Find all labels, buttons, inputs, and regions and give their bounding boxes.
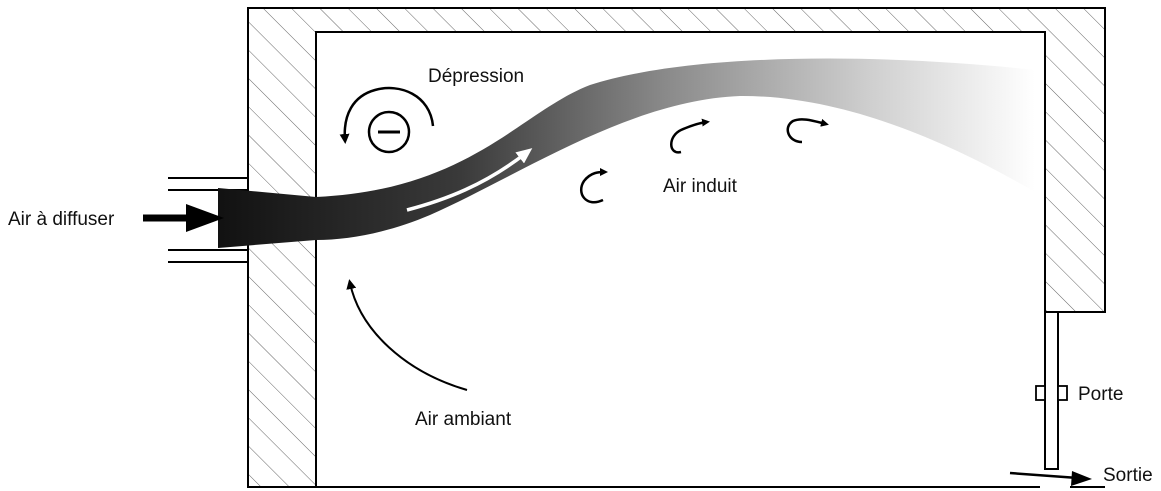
induced-air-swirls bbox=[579, 118, 829, 204]
depression-symbol-icon bbox=[367, 110, 411, 154]
ambient-air-arrow bbox=[346, 279, 468, 391]
label-sortie: Sortie bbox=[1103, 465, 1153, 486]
rotation-arrow-icon bbox=[339, 86, 435, 144]
jet-flow-arrow bbox=[406, 148, 533, 212]
input-air-arrow bbox=[143, 204, 224, 232]
exit-arrow bbox=[1009, 471, 1092, 486]
swirl-icon bbox=[579, 168, 608, 204]
label-air-ambiant: Air ambiant bbox=[415, 409, 512, 430]
label-porte: Porte bbox=[1078, 384, 1123, 405]
inlet-duct bbox=[168, 177, 248, 263]
label-air-a-diffuser: Air à diffuser bbox=[8, 209, 115, 230]
label-depression: Dépression bbox=[428, 66, 524, 87]
door bbox=[1035, 311, 1068, 470]
swirl-icon bbox=[786, 118, 829, 144]
swirl-icon bbox=[670, 118, 710, 154]
room-walls bbox=[247, 7, 1106, 488]
air-jet bbox=[218, 58, 1035, 249]
label-air-induit: Air induit bbox=[663, 176, 738, 197]
